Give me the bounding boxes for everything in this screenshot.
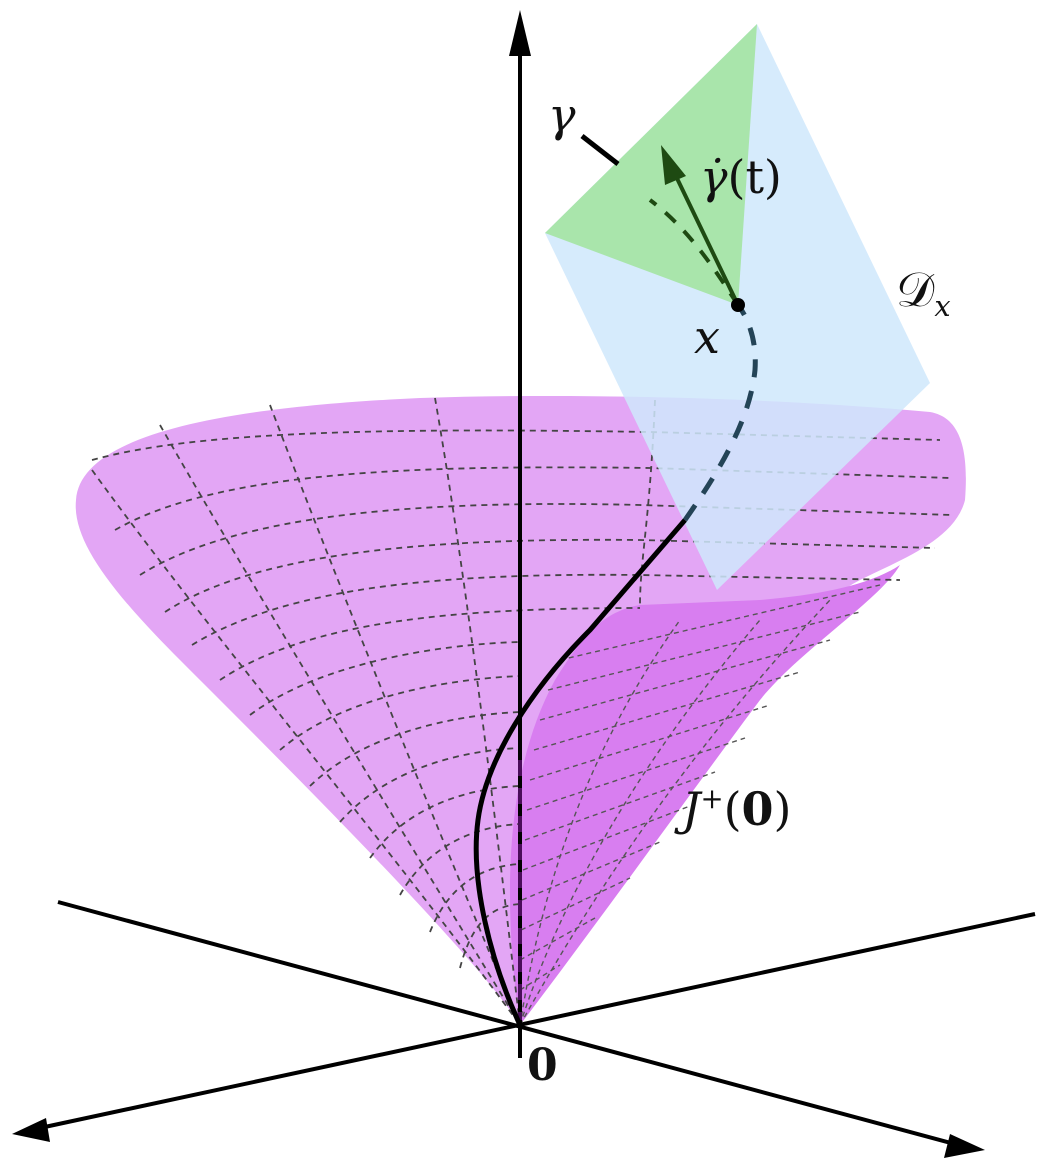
- tangent-vector-arrow-icon: [661, 145, 686, 185]
- label-x-text: x: [694, 310, 720, 364]
- label-j-close: ): [773, 782, 792, 836]
- label-j-symbol: J: [682, 782, 701, 836]
- axis-line-1: [57, 900, 963, 1148]
- label-gamma-dot-arg: (t): [727, 150, 782, 204]
- label-origin: 0: [527, 1040, 558, 1091]
- cone-grid-rings: [91, 429, 953, 969]
- axis-arrow-right-icon: [944, 1134, 985, 1158]
- curve-gamma-visible: [473, 518, 687, 1027]
- label-gamma-dot-t: γ̇(t): [700, 150, 782, 204]
- label-j-open: (: [723, 782, 742, 836]
- axis-arrow-left-icon: [12, 1118, 50, 1142]
- curve-gamma: [473, 134, 758, 1027]
- label-gamma: γ: [548, 88, 576, 142]
- label-j-plus-0: J+(0): [682, 782, 792, 836]
- cone-grid-radials: [91, 397, 656, 1026]
- curve-gamma-hidden: [682, 303, 758, 522]
- curve-gamma-tail: [580, 134, 620, 166]
- cone-inner-surface: [509, 565, 900, 1025]
- label-gamma-dot-symbol: γ̇: [700, 150, 728, 204]
- label-dx-symbol: 𝒟: [896, 262, 935, 318]
- label-gamma-text: γ: [548, 88, 576, 142]
- tangent-vector-line: [671, 169, 740, 306]
- axis-line-2: [39, 912, 1036, 1130]
- label-j-sup: +: [700, 782, 724, 816]
- tangent-vector: [661, 145, 740, 306]
- label-x: x: [694, 310, 720, 364]
- point-x: [731, 298, 745, 312]
- label-dx: 𝒟x: [896, 262, 951, 323]
- cone-inner-grid: [519, 584, 881, 1026]
- label-origin-text: 0: [527, 1040, 558, 1091]
- label-j-arg: 0: [741, 782, 774, 836]
- label-dx-sub: x: [934, 289, 951, 324]
- spatial-axes: [12, 900, 1036, 1158]
- time-axis: [509, 10, 531, 1058]
- time-axis-arrow-icon: [509, 10, 531, 56]
